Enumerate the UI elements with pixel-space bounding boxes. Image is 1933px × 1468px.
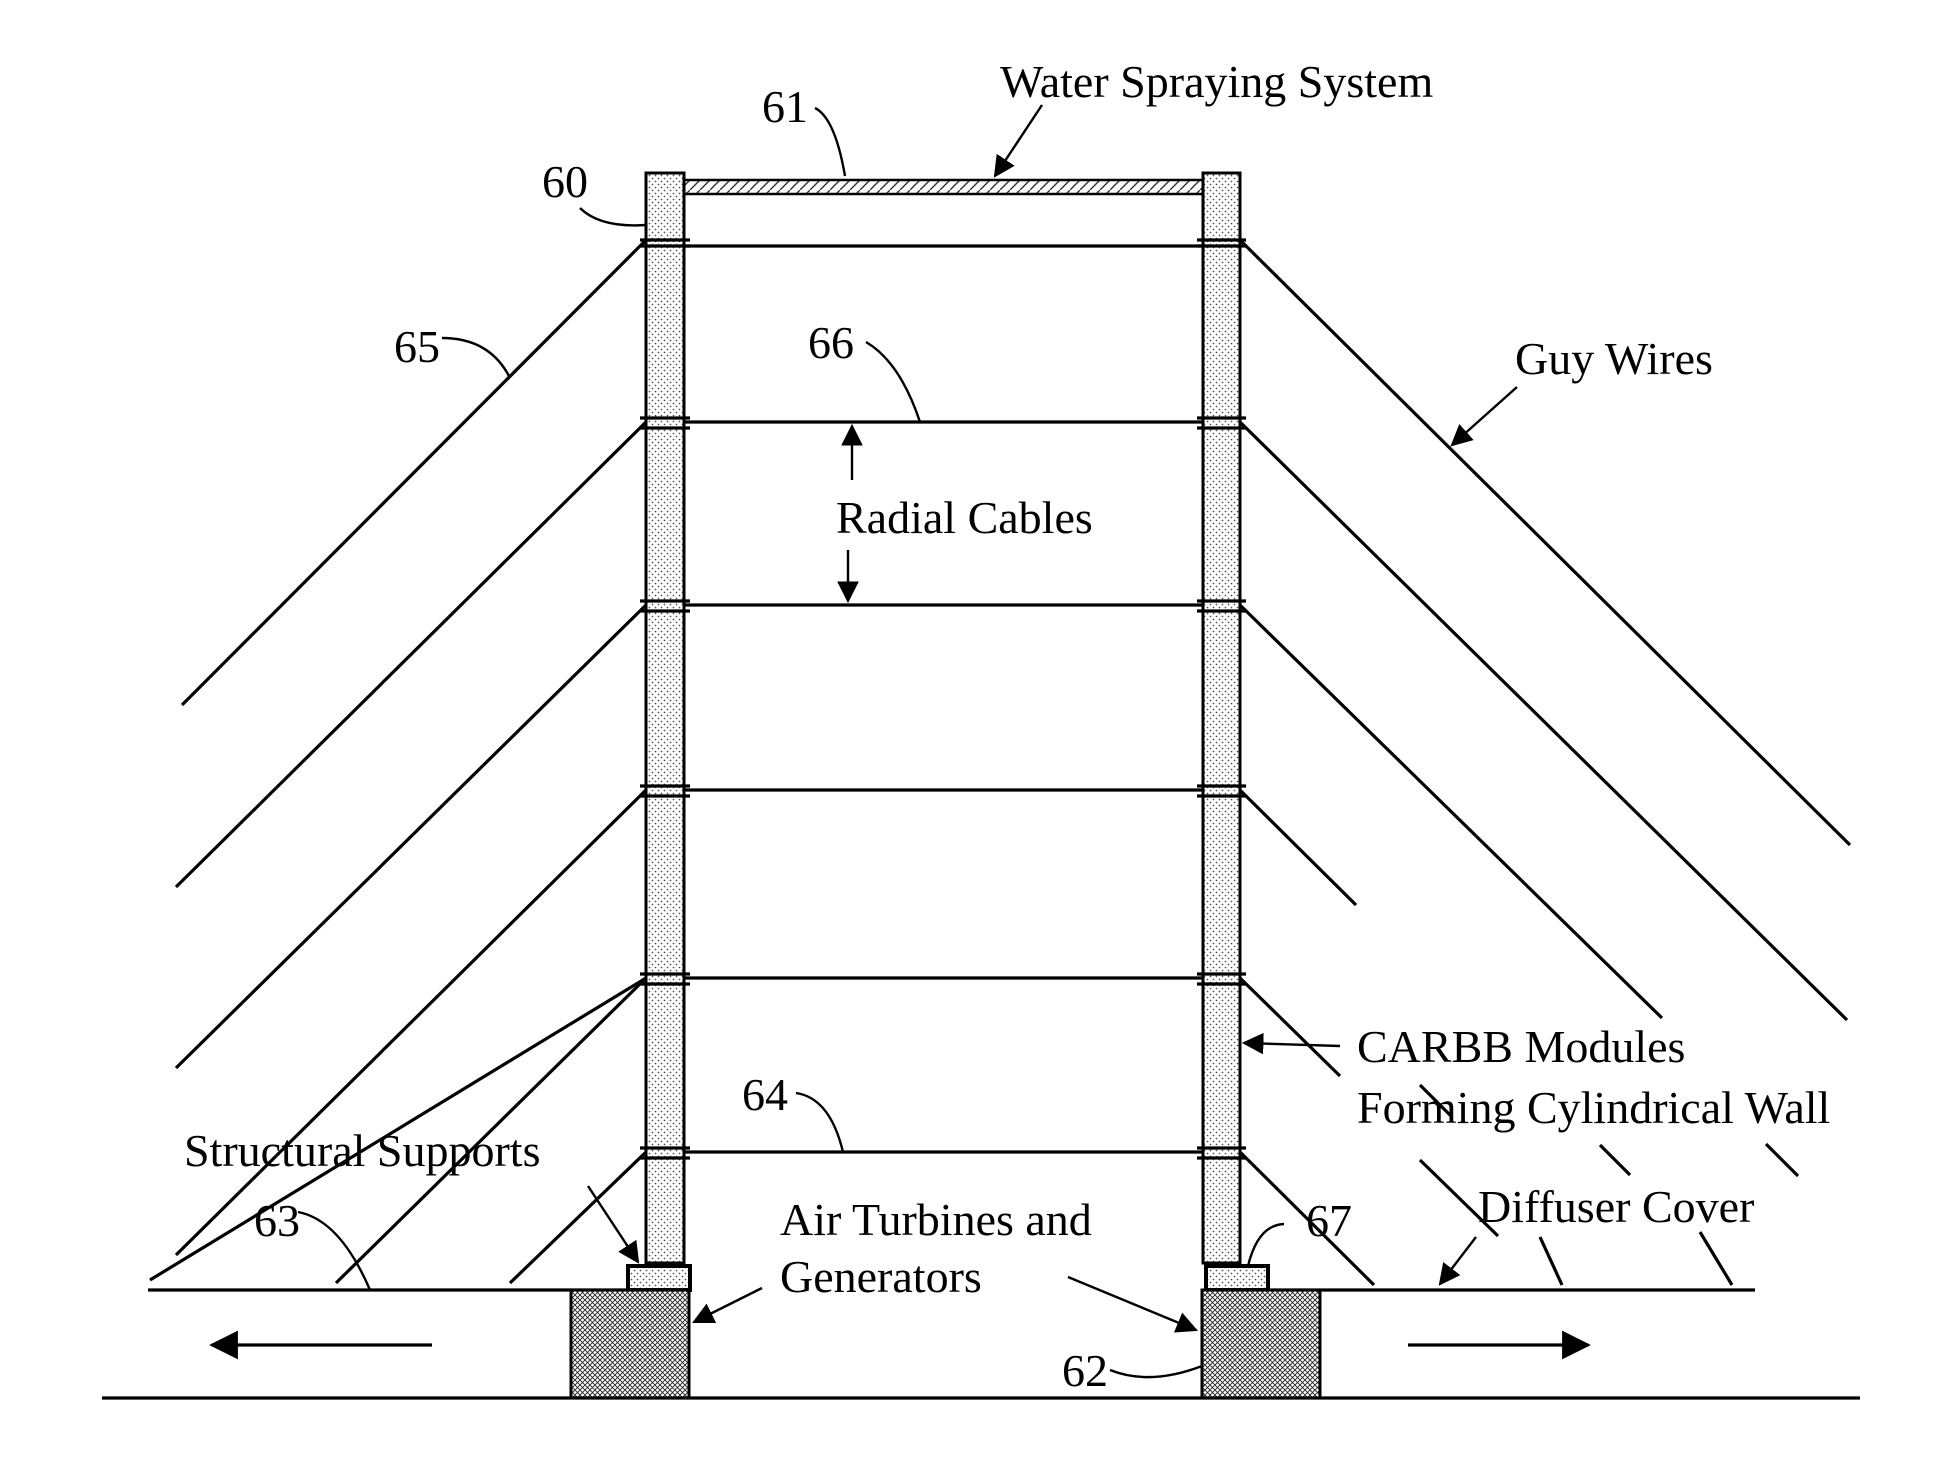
label-carbb-line2: Forming Cylindrical Wall (1357, 1082, 1830, 1133)
cylindrical-wall-right (1201, 171, 1242, 1265)
air-turbine-left (569, 1288, 691, 1400)
label-guy-wires: Guy Wires (1515, 333, 1713, 384)
ref-64: 64 (742, 1069, 788, 1120)
radial-cables (684, 244, 1203, 1154)
callout-arrows (586, 104, 1518, 1333)
ref-60: 60 (542, 156, 588, 207)
guy-wires-left (149, 238, 648, 1285)
label-carbb-line1: CARBB Modules (1357, 1021, 1685, 1072)
module-joints (640, 238, 1246, 1160)
water-spraying-bar (682, 178, 1205, 196)
guy-wires-right (1238, 238, 1852, 1287)
ref-63: 63 (254, 1195, 300, 1246)
label-air-turbines-line1: Air Turbines and (780, 1194, 1092, 1245)
label-air-turbines-line2: Generators (780, 1251, 982, 1302)
ref-66: 66 (808, 317, 854, 368)
label-structural-supports: Structural Supports (184, 1125, 540, 1176)
ref-65: 65 (394, 321, 440, 372)
structural-support-left (626, 1264, 692, 1292)
ref-61: 61 (762, 81, 808, 132)
leader-lines (297, 106, 1285, 1379)
label-diffuser-cover: Diffuser Cover (1478, 1181, 1754, 1232)
ref-67: 67 (1306, 1195, 1352, 1246)
air-turbine-right (1200, 1288, 1322, 1400)
label-water-spraying-system: Water Spraying System (1000, 56, 1433, 107)
label-radial-cables: Radial Cables (836, 492, 1093, 543)
ref-62: 62 (1062, 1345, 1108, 1396)
structural-support-right (1204, 1264, 1270, 1292)
cylindrical-wall-left (644, 171, 686, 1265)
